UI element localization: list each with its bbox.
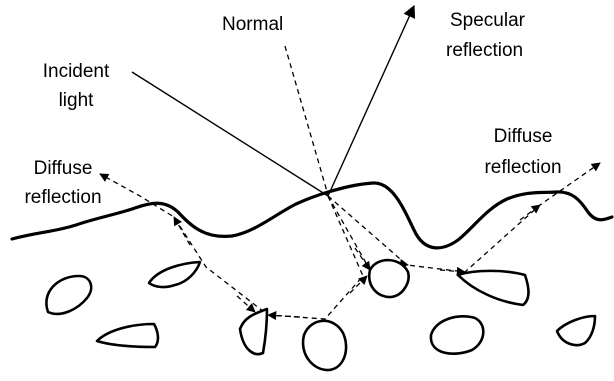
particle xyxy=(46,276,91,314)
diffuse-path-right xyxy=(328,163,600,272)
diffuse-arrow-up-left xyxy=(350,276,367,293)
diffuse-reflection-right-label-line2: reflection xyxy=(484,157,561,178)
particle xyxy=(149,262,200,287)
particle xyxy=(557,316,595,345)
incident-light-ray xyxy=(132,72,328,196)
diffuse-arrow-right-particle xyxy=(440,270,465,272)
particle xyxy=(97,324,158,347)
diffuse-reflection-right-label-line1: Diffuse xyxy=(494,126,553,147)
diffuse-reflection-left-label-line2: reflection xyxy=(24,187,101,208)
normal-label: Normal xyxy=(222,14,283,35)
diffuse-arrow-left-horizontal xyxy=(268,315,300,317)
diffuse-path-left xyxy=(100,174,363,319)
specular-reflection-ray xyxy=(328,6,414,196)
particle xyxy=(369,260,408,297)
incident-light-label-line2: light xyxy=(59,90,95,111)
specular-reflection-label-line1: Specular xyxy=(450,10,526,31)
specular-reflection-label-line2: reflection xyxy=(446,40,523,61)
rough-surface-line xyxy=(12,183,612,248)
diffuse-reflection-left-label-line1: Diffuse xyxy=(34,158,93,179)
diffuse-arrow-out-right xyxy=(520,205,540,220)
particle xyxy=(431,316,483,353)
diffuse-arrow-down xyxy=(355,248,370,270)
particle xyxy=(458,271,529,305)
particle xyxy=(240,309,267,354)
particle xyxy=(303,321,346,370)
incident-light-label-line1: Incident xyxy=(43,61,110,82)
